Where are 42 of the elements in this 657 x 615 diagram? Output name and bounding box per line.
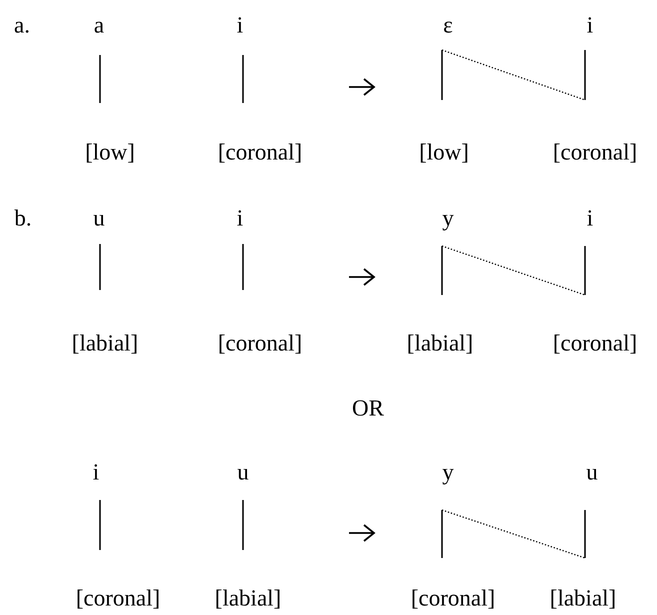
segment-symbol: ε [442, 12, 454, 38]
association-line [584, 510, 586, 558]
spreading-line [442, 49, 586, 101]
association-line [99, 500, 101, 550]
feature-label: [coronal] [216, 138, 304, 166]
segment-symbol: i [586, 12, 594, 38]
feature-label: [coronal] [410, 584, 496, 612]
segment-symbol: u [236, 458, 250, 486]
alternative-label: OR [351, 394, 385, 422]
segment-symbol: u [585, 458, 599, 486]
feature-label: [labial] [406, 330, 474, 356]
spreading-line [442, 509, 586, 559]
segment-symbol: i [586, 204, 594, 232]
association-line [584, 246, 586, 295]
association-line [441, 246, 443, 295]
segment-symbol: i [236, 12, 244, 38]
segment-symbol: i [92, 458, 100, 486]
association-line [99, 55, 101, 103]
example-letter: b. [13, 204, 33, 232]
feature-label: [coronal] [216, 330, 304, 356]
feature-label: [labial] [70, 330, 140, 356]
feature-label: [low] [418, 138, 470, 166]
example-letter: a. [13, 12, 31, 38]
association-line [99, 244, 101, 290]
association-line [242, 500, 244, 550]
association-line [441, 50, 443, 100]
segment-symbol: y [441, 204, 455, 232]
association-line [441, 510, 443, 558]
segment-symbol: a [92, 12, 106, 38]
feature-label: [labial] [548, 584, 618, 612]
feature-label: [coronal] [552, 138, 638, 166]
association-line [242, 244, 244, 290]
feature-label: [coronal] [74, 584, 162, 612]
segment-symbol: i [236, 204, 244, 232]
association-line [242, 55, 244, 103]
spreading-line [442, 245, 586, 296]
association-line [584, 50, 586, 100]
feature-label: [coronal] [552, 330, 638, 356]
feature-label: [low] [84, 138, 136, 166]
segment-symbol: y [441, 458, 455, 486]
feature-label: [labial] [214, 584, 282, 612]
segment-symbol: u [92, 204, 106, 232]
